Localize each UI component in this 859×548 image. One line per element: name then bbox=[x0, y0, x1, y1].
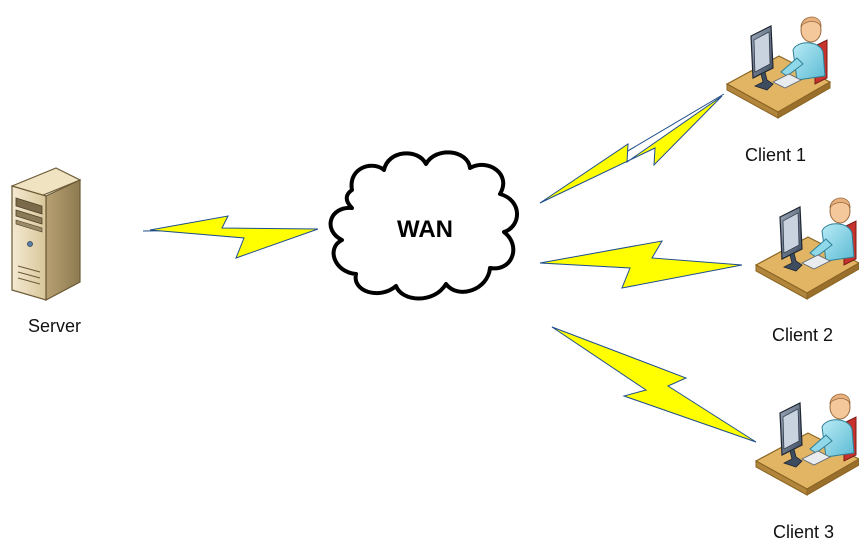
server-label: Server bbox=[28, 316, 82, 336]
wan-label: WAN bbox=[397, 216, 453, 243]
wan-cloud-icon bbox=[328, 150, 519, 301]
client1-label: Client 1 bbox=[745, 145, 807, 165]
client2-workstation-icon bbox=[755, 197, 859, 300]
client3-label: Client 3 bbox=[773, 522, 835, 542]
link-wan-client2 bbox=[539, 240, 743, 289]
client2-label: Client 2 bbox=[772, 325, 834, 345]
link-wan-client1 bbox=[539, 93, 725, 204]
link-wan-client3 bbox=[551, 326, 757, 443]
link-server-wan bbox=[142, 215, 319, 259]
server-icon bbox=[10, 167, 82, 301]
client1-workstation-icon bbox=[726, 16, 831, 119]
client3-workstation-icon bbox=[755, 393, 859, 496]
